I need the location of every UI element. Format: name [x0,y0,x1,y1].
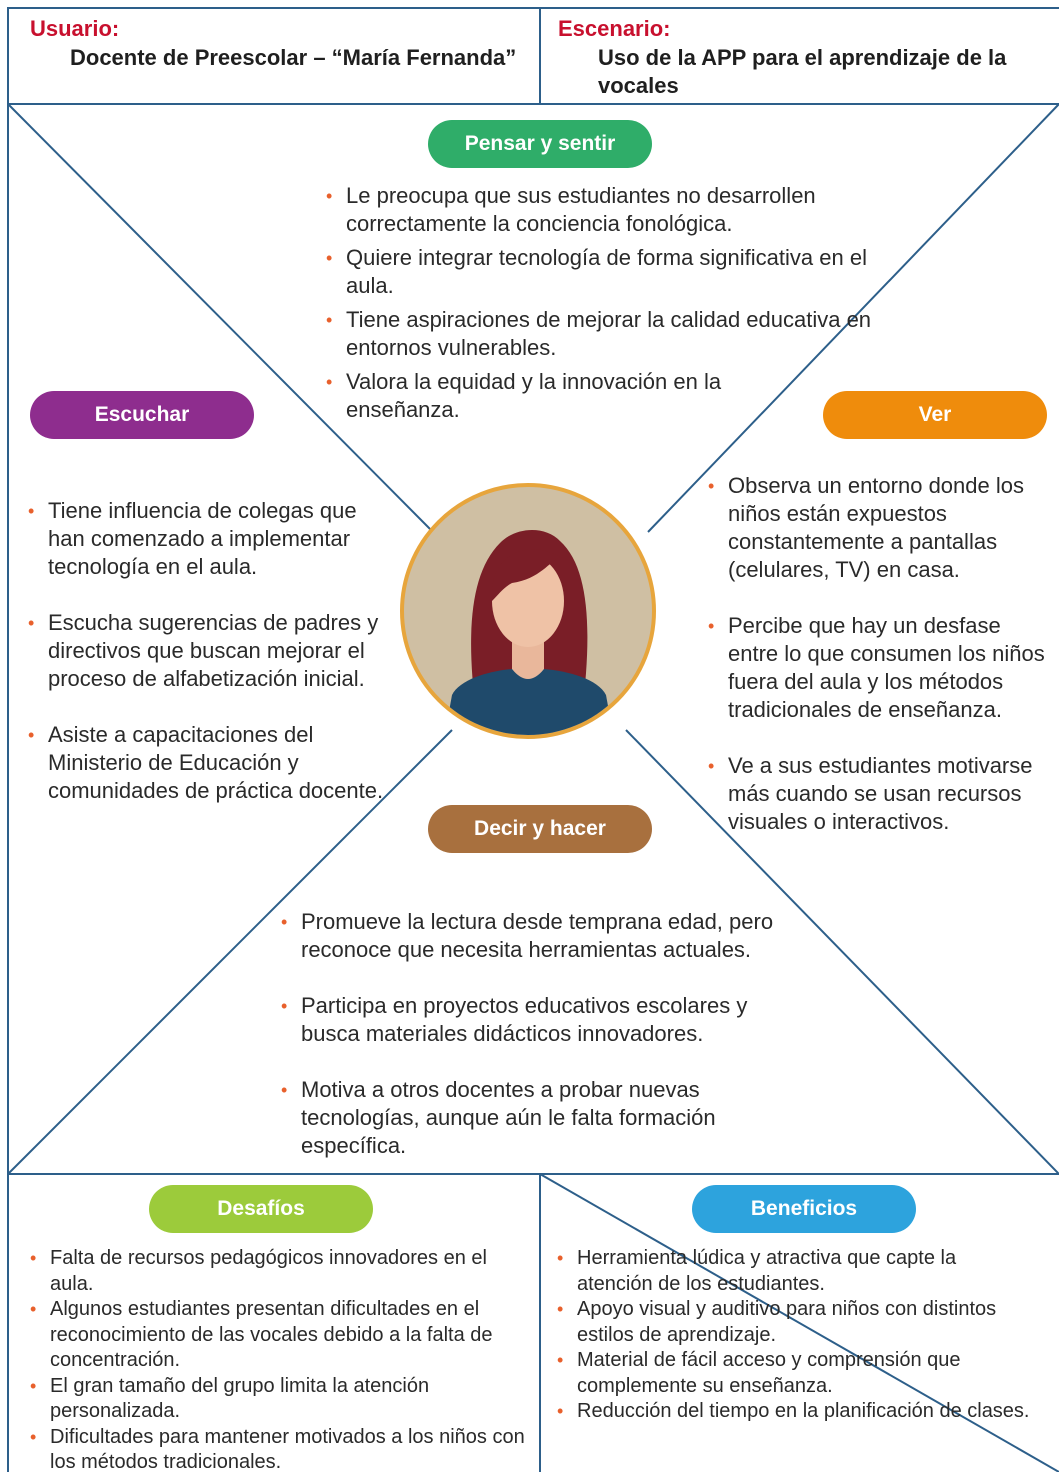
user-value: Docente de Preescolar – “María Fernanda” [70,45,517,70]
beneficios-list: Herramienta lúdica y atractiva que capte… [557,1246,1037,1425]
list-item: Valora la equidad y la innovación en la … [326,368,766,424]
user-label: Usuario: [30,16,120,41]
escuchar-pill: Escuchar [30,391,254,439]
list-item: Ve a sus estudiantes motivarse más cuand… [708,752,1053,836]
list-item: Observa un entorno donde los niños están… [708,472,1053,584]
list-item: Le preocupa que sus estudiantes no desar… [326,182,886,238]
list-item: Asiste a capacitaciones del Ministerio d… [28,721,388,805]
list-item: El gran tamaño del grupo limita la atenc… [30,1374,530,1425]
list-item: Escucha sugerencias de padres y directiv… [28,609,388,693]
scenario-value: Uso de la APP para el aprendizaje de la … [598,45,1007,98]
list-item: Apoyo visual y auditivo para niños con d… [557,1297,1037,1348]
list-item: Falta de recursos pedagógicos innovadore… [30,1246,530,1297]
list-item: Reducción del tiempo en la planificación… [557,1399,1037,1425]
list-item: Participa en proyectos educativos escola… [281,992,801,1048]
list-item: Promueve la lectura desde temprana edad,… [281,908,801,964]
scenario-label: Escenario: [558,16,671,41]
list-item: Quiere integrar tecnología de forma sign… [326,244,886,300]
ver-pill: Ver [823,391,1047,439]
diagonal-top-left [7,103,434,533]
decir-y-hacer-pill: Decir y hacer [428,805,652,853]
list-item: Tiene influencia de colegas que han come… [28,497,388,581]
list-item: Dificultades para mantener motivados a l… [30,1425,530,1476]
pensar-y-sentir-pill: Pensar y sentir [428,120,652,168]
list-item: Algunos estudiantes presentan dificultad… [30,1297,530,1374]
list-item: Material de fácil acceso y comprensión q… [557,1348,1037,1399]
diagonal-bottom-right [625,729,1059,1175]
list-item: Tiene aspiraciones de mejorar la calidad… [326,306,886,362]
desafios-list: Falta de recursos pedagógicos innovadore… [30,1246,530,1476]
list-item: Herramienta lúdica y atractiva que capte… [557,1246,1037,1297]
list-item: Motiva a otros docentes a probar nuevas … [281,1076,771,1160]
ver-list: Observa un entorno donde los niños están… [708,472,1053,864]
desafios-pill: Desafíos [149,1185,373,1233]
woman-avatar-icon [400,483,656,739]
pensar-list: Le preocupa que sus estudiantes no desar… [326,182,886,430]
escuchar-list: Tiene influencia de colegas que han come… [28,497,388,833]
decir-list: Promueve la lectura desde temprana edad,… [281,908,801,1188]
beneficios-pill: Beneficios [692,1185,916,1233]
list-item: Percibe que hay un desfase entre lo que … [708,612,1053,724]
